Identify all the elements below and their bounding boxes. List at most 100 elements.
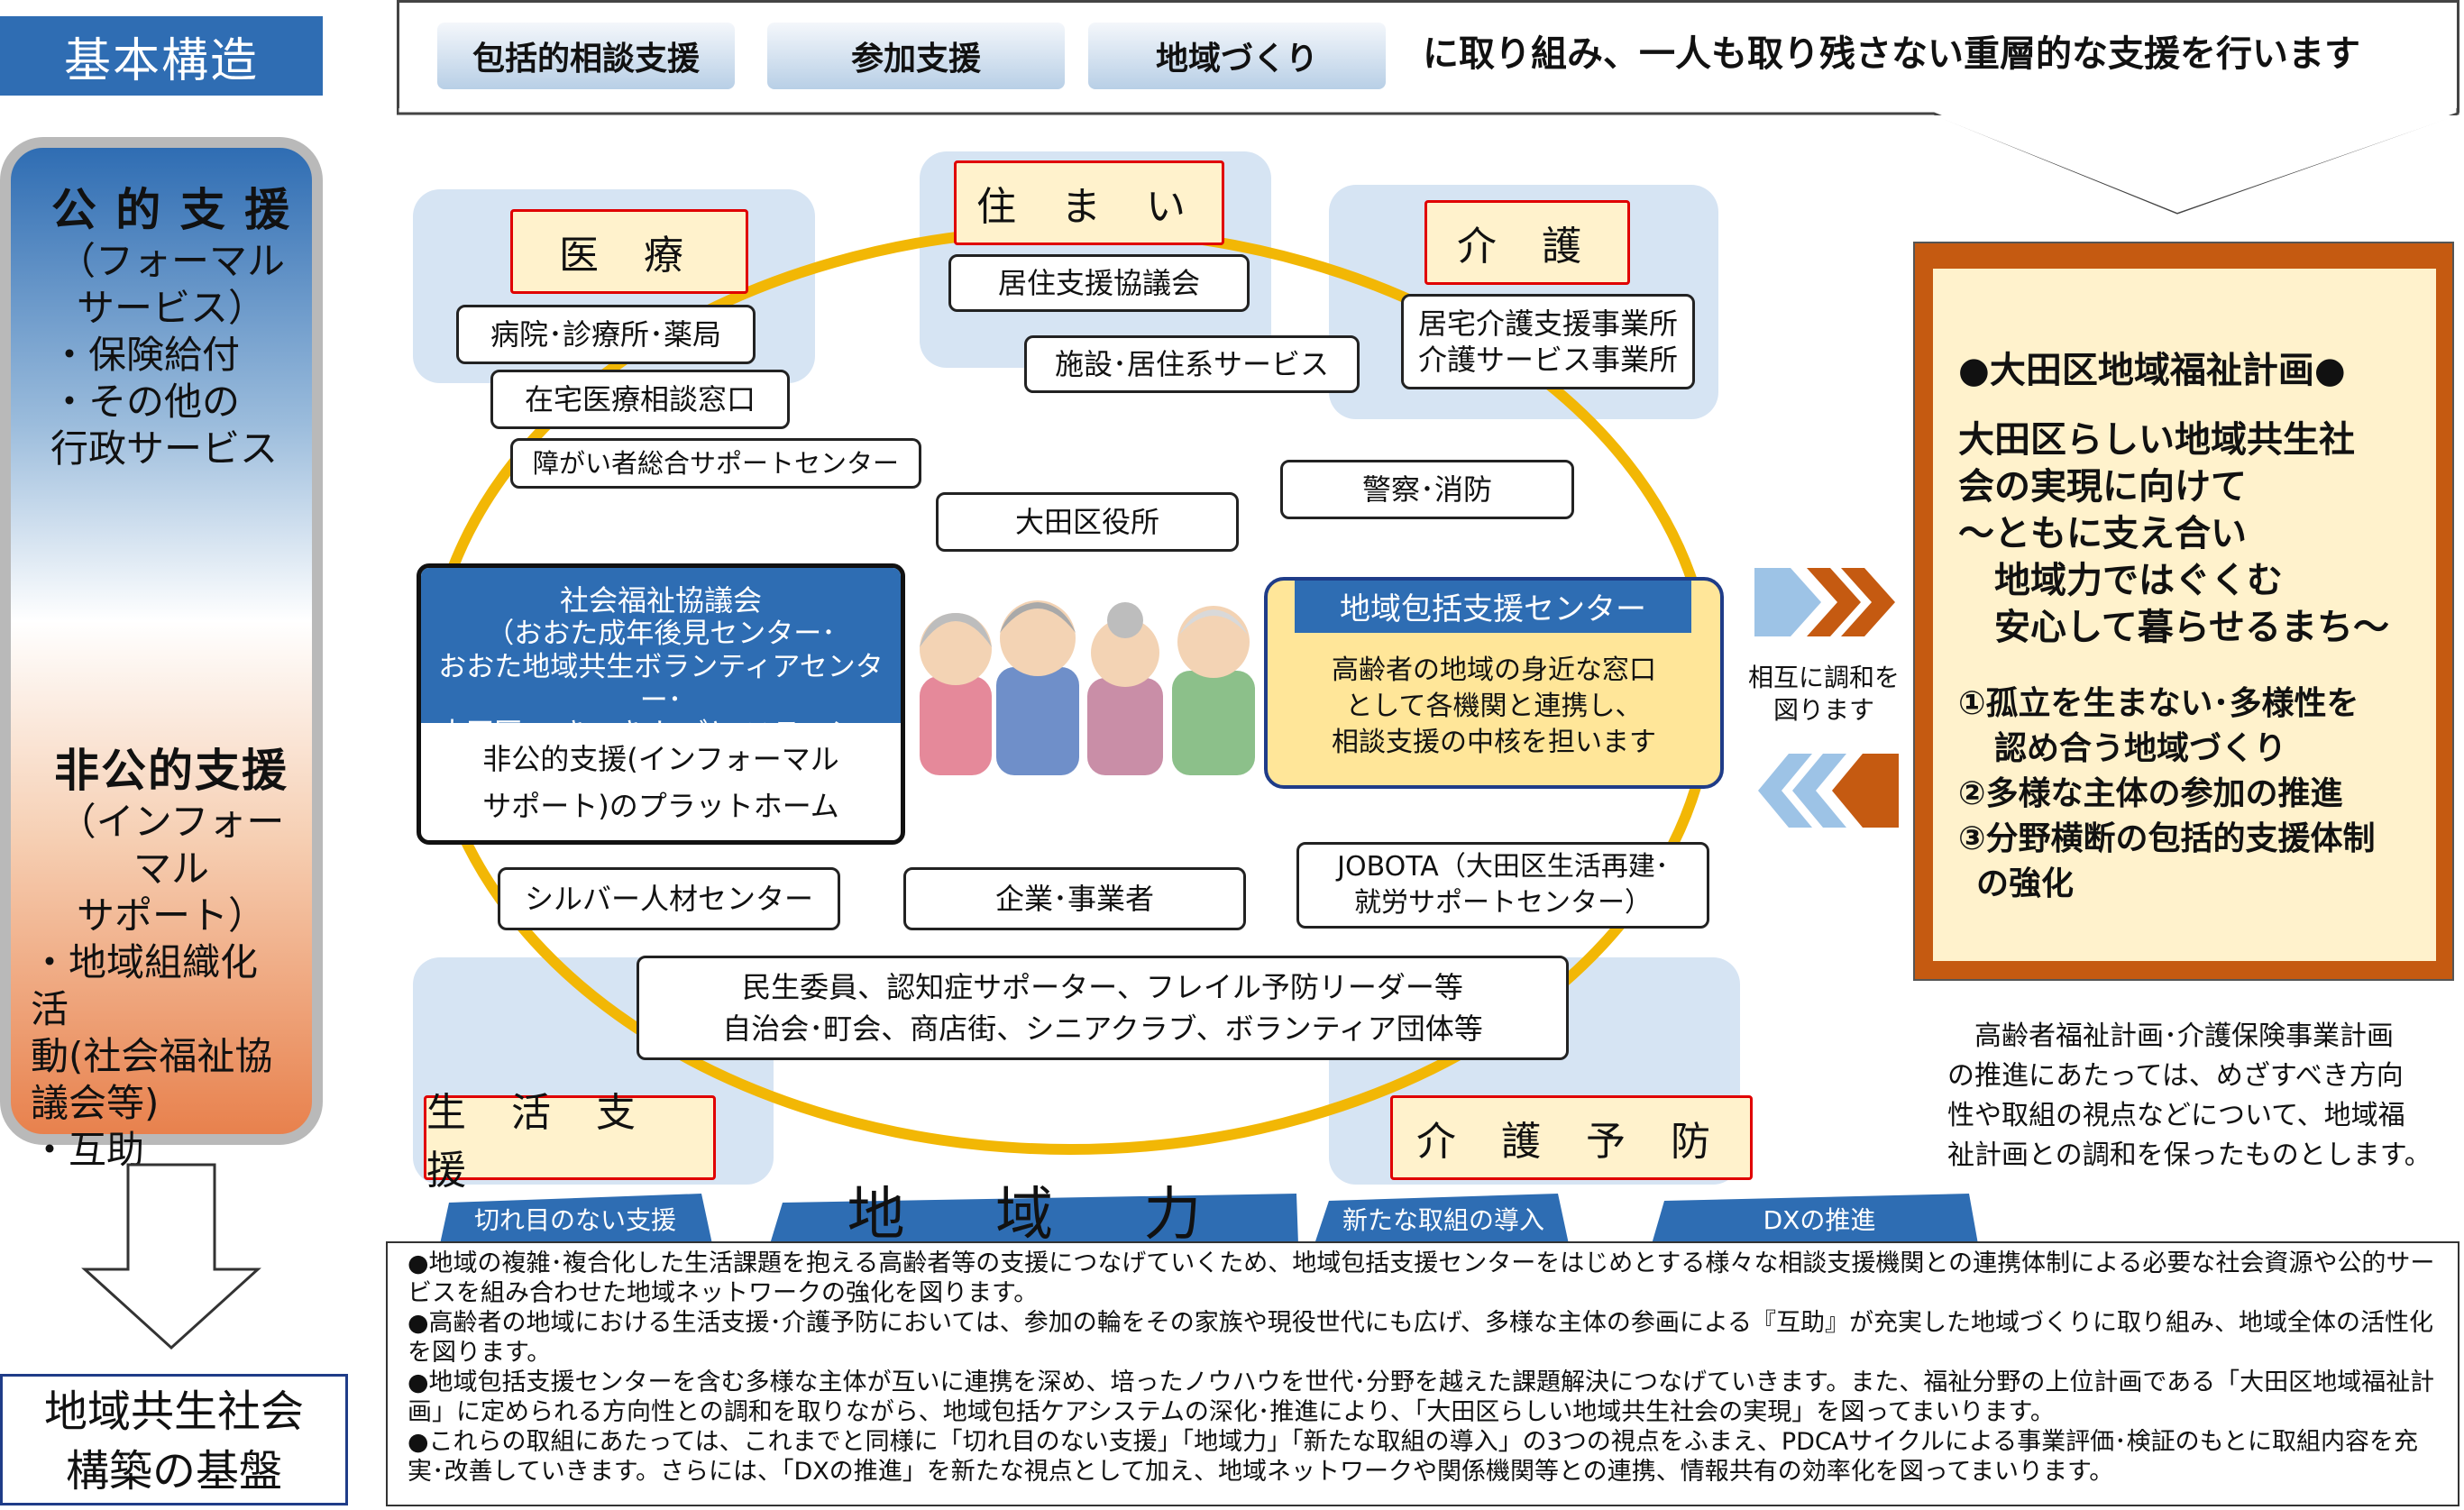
summary-paragraph: ●地域の複雑･複合化した生活課題を抱える高齢者等の支援につなげていくため、地域包… [408,1249,2435,1307]
informal-support-title: 非公的支援 [54,745,289,797]
box-housing-council: 居住支援協議会 [948,254,1250,312]
pill-participation: 参加支援 [767,23,1065,89]
council-body: 非公的支援(インフォーマル サポート)のプラットホーム [421,723,901,829]
council-body-line1: 非公的支援(インフォーマル [482,742,839,776]
informal-item: ・互助 [31,1128,145,1172]
box-jobota: JOBOTA（大田区生活再建･ 就労サポートセンター） [1296,842,1709,929]
elder-4 [1172,606,1255,775]
council-line3: 大田区 いきいき しごと ステーション） [438,718,884,783]
center-line3: 相談支援の中核を担います [1332,727,1656,758]
category-care-prevention: 介 護 予 防 [1390,1095,1753,1180]
summary-text-box: ●地域の複雑･複合化した生活課題を抱える高齢者等の支援につなげていくため、地域包… [386,1241,2459,1506]
perspective-community-power: 地 域 力 [847,1182,1238,1249]
formal-support-title: 公 的 支 援 [50,184,292,236]
vision-line: 会の実現に向けて [1958,466,2247,508]
social-welfare-council-box: 社会福祉協議会 （おおた成年後見センター･ おおた地域共生ボランティアセンター･… [417,563,905,845]
box-silver-center: シルバー人材センター [498,867,840,930]
formal-item: 行政サービス [50,426,279,471]
care-office-line1: 居宅介護支援事業所 [1417,307,1678,341]
jobota-line2: 就労サポートセンター） [1354,887,1652,919]
comprehensive-support-center-box: 地域包括支援センター 高齢者の地域の身近な窓口 として各機関と連携し、 相談支援… [1264,577,1724,789]
perspective-new-initiatives: 新たな取組の導入 [1342,1205,1544,1235]
box-ward-office: 大田区役所 [936,492,1239,552]
note-line: の推進にあたっては、めざすべき方向 [1947,1060,2404,1092]
council-body-line2: サポート)のプラットホーム [482,789,839,823]
elder-3 [1087,602,1163,775]
formal-support-sub1: （フォーマル [57,239,285,283]
vision-line: 安心して暮らせるまち～ [1994,607,2389,648]
category-medical: 医 療 [510,209,748,294]
box-police-fire: 警察･消防 [1280,460,1574,519]
category-care: 介 護 [1424,200,1630,285]
volunteers-line1: 民生委員、認知症サポーター、フレイル予防リーダー等 [742,970,1463,1004]
plan-title: ●大田区地域福祉計画● [1958,350,2346,391]
vision-line: 大田区らしい地域共生社 [1958,419,2355,461]
volunteers-line2: 自治会･町会、商店街、シニアクラブ、ボランティア団体等 [722,1011,1483,1046]
right-chevron-arrows-icon [1754,568,1895,636]
plan-vision: 大田区らしい地域共生社 会の実現に向けて ～ともに支え合い 地域力ではぐくむ 安… [1958,416,2427,651]
box-hospital: 病院･診療所･薬局 [456,305,756,364]
goal-line: ②多様な主体の参加の推進 [1958,775,2343,812]
goal-line: の強化 [1976,865,2075,902]
jobota-line1: JOBOTA（大田区生活再建･ [1337,851,1669,883]
formal-support-sub2: サービス） [76,286,266,330]
vision-line: ～ともに支え合い [1958,513,2247,554]
center-body: 高齢者の地域の身近な窓口 として各機関と連携し、 相談支援の中核を担います [1268,653,1720,761]
formal-item: ・保険給付 [50,333,241,377]
informal-item: 議会等) [31,1081,160,1125]
summary-paragraph: ●これらの取組にあたっては、これまでと同様に「切れ目のない支援」「地域力」「新た… [408,1428,2419,1486]
box-facility-services: 施設･居住系サービス [1024,335,1360,393]
mutual-harmony-label: 相互に調和を 図ります [1738,662,1910,727]
care-office-line2: 介護サービス事業所 [1417,343,1678,377]
welfare-plan-frame: ●大田区地域福祉計画● 大田区らしい地域共生社 会の実現に向けて ～ともに支え合… [1913,242,2454,981]
informal-item: 動(社会福祉協 [31,1034,273,1078]
category-living-support: 生 活 支 援 [424,1090,716,1194]
mutual-line2: 図ります [1772,695,1874,725]
goal-line: 認め合う地域づくり [1994,730,2287,767]
mutual-line1: 相互に調和を [1747,663,1900,692]
category-housing: 住 ま い [954,160,1224,245]
formal-item: ・その他の [50,380,241,424]
box-community-volunteers: 民生委員、認知症サポーター、フレイル予防リーダー等 自治会･町会、商店街、シニア… [637,956,1569,1060]
support-gradient-panel: 公 的 支 援 （フォーマル サービス） ・保険給付 ・その他の 行政サービス … [0,137,323,1172]
council-line1: （おおた成年後見センター･ [486,618,836,650]
center-line1: 高齢者の地域の身近な窓口 [1332,654,1656,686]
informal-support-sub1: （インフォーマル [58,800,285,891]
center-title: 地域包括支援センター [1295,581,1691,633]
pill-community-building: 地域づくり [1088,23,1386,89]
box-home-medical: 在宅医療相談窓口 [490,370,790,429]
plan-goals: ①孤立を生まない･多様性を 認め合う地域づくり ②多様な主体の参加の推進 ③分野… [1958,682,2427,907]
welfare-plan-content: ●大田区地域福祉計画● 大田区らしい地域共生社 会の実現に向けて ～ともに支え合… [1933,269,2436,961]
council-header: 社会福祉協議会 （おおた成年後見センター･ おおた地域共生ボランティアセンター･… [421,568,901,783]
informal-support-sub2: サポート） [76,893,266,938]
community-base-box: 地域共生社会 構築の基盤 [0,1374,348,1505]
down-arrow-icon [81,1163,261,1350]
perspective-shapes [440,1194,1978,1244]
banner-text: に取り組み、一人も取り残さない重層的な支援を行います [1423,33,2360,75]
perspective-seamless: 切れ目のない支援 [473,1205,676,1235]
council-title: 社会福祉協議会 [559,583,762,618]
left-chevron-arrows-icon [1758,754,1899,828]
informal-item: ・地域組織化活 [31,940,259,1031]
box-disability-center: 障がい者総合サポートセンター [510,438,921,489]
vision-line: 地域力ではぐくむ [1994,560,2283,601]
structure-tag: 基本構造 [0,16,323,96]
box-companies: 企業･事業者 [903,867,1246,930]
base-line1: 地域共生社会 [43,1386,304,1437]
elder-1 [920,613,992,775]
summary-paragraph: ●高齢者の地域における生活支援･介護予防においては、参加の輪をその家族や現役世代… [408,1309,2434,1367]
top-banner: 包括的相談支援 参加支援 地域づくり に取り組み、一人も取り残さない重層的な支援… [397,0,2459,113]
box-care-offices: 居宅介護支援事業所 介護サービス事業所 [1401,294,1695,389]
plan-harmony-note: 高齢者福祉計画･介護保険事業計画 の推進にあたっては、めざすべき方向 性や取組の… [1947,1017,2434,1176]
note-line: 祉計画との調和を保ったものとします。 [1947,1139,2432,1171]
banner-arrow-shape [397,108,2459,215]
elderly-people-illustration [920,600,1255,775]
goal-line: ①孤立を生まない･多様性を [1958,685,2359,722]
council-line2: おおた地域共生ボランティアセンター･ [438,651,884,717]
note-line: 高齢者福祉計画･介護保険事業計画 [1947,1020,2394,1052]
base-line2: 構築の基盤 [65,1446,282,1496]
elder-2 [996,600,1079,775]
perspective-dx: DXの推進 [1763,1205,1876,1235]
summary-paragraph: ●地域包括支援センターを含む多様な主体が互いに連携を深め、培ったノウハウを世代･… [408,1368,2435,1426]
note-line: 性や取組の視点などについて、地域福 [1947,1100,2405,1131]
